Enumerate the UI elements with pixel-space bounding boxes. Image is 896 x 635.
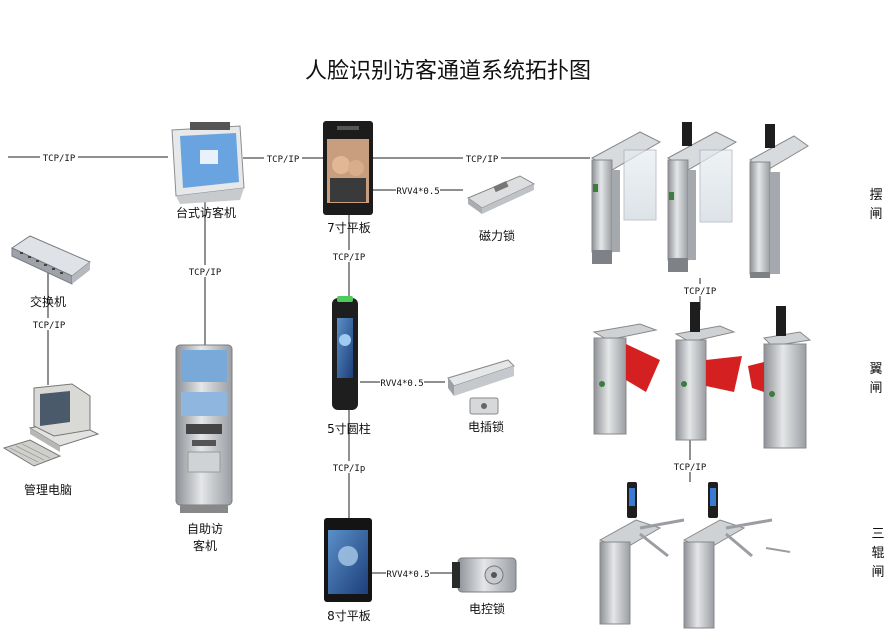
wing-gate-label-2: 闸 [869, 381, 882, 396]
link-labels: TCP/IP TCP/IP TCP/IP TCP/IP TCP/IP TCP/I… [30, 151, 719, 580]
boltlock-device [447, 359, 515, 415]
swing-gate-label-1: 摆 [869, 188, 882, 203]
tripod-gate-label-2: 辊 [871, 546, 884, 561]
switch-device [10, 235, 91, 285]
label-tcp-kiosk-tablet: TCP/IP [267, 155, 300, 165]
self-kiosk-label-2: 客机 [193, 538, 217, 553]
tablet8-label: 8寸平板 [327, 609, 371, 623]
label-tcp-pillar-tablet8: TCP/Ip [333, 464, 366, 474]
wing-gate-label-1: 翼 [869, 362, 882, 377]
label-tcp-wing-tripod: TCP/IP [674, 463, 707, 473]
boltlock-label: 电插锁 [468, 419, 504, 434]
self-kiosk-label-1: 自助访 [187, 522, 223, 536]
switch-label: 交换机 [30, 294, 66, 309]
self-kiosk-device [175, 344, 233, 513]
swing-gate-label-2: 闸 [869, 207, 882, 222]
pc-label: 管理电脑 [24, 482, 72, 497]
pillar5-device [332, 296, 358, 410]
label-tcp-tablet-swing: TCP/IP [466, 155, 499, 165]
label-tcp-swing-wing: TCP/IP [684, 287, 717, 297]
tripod-gate-label-1: 三 [871, 527, 884, 542]
pillar5-label: 5寸圆柱 [327, 421, 371, 436]
page-title: 人脸识别访客通道系统拓扑图 [305, 59, 591, 84]
swing-gates [590, 122, 809, 278]
label-rvv-elec: RVV4*0.5 [386, 570, 429, 580]
label-tcp-tablet-pillar: TCP/IP [333, 253, 366, 263]
pc-device [2, 383, 100, 467]
tripod-gate-label-3: 闸 [871, 565, 884, 580]
wing-gates [592, 302, 812, 449]
label-tcp-kiosk-self: TCP/IP [189, 268, 222, 278]
maglock-device [466, 175, 536, 214]
eleclock-device [452, 557, 517, 593]
desk-kiosk-label: 台式访客机 [176, 205, 236, 220]
eleclock-label: 电控锁 [469, 601, 505, 616]
tripod-gates [598, 482, 791, 629]
tablet7-label: 7寸平板 [327, 221, 371, 235]
tablet7-device [323, 121, 373, 215]
label-tcp-left: TCP/IP [43, 154, 76, 164]
label-rvv-bolt: RVV4*0.5 [380, 379, 423, 389]
label-tcp-switch-pc: TCP/IP [33, 321, 66, 331]
label-rvv-maglock: RVV4*0.5 [396, 187, 439, 197]
tablet8-device [324, 518, 372, 602]
desk-kiosk-device [171, 122, 245, 204]
maglock-label: 磁力锁 [479, 228, 515, 243]
